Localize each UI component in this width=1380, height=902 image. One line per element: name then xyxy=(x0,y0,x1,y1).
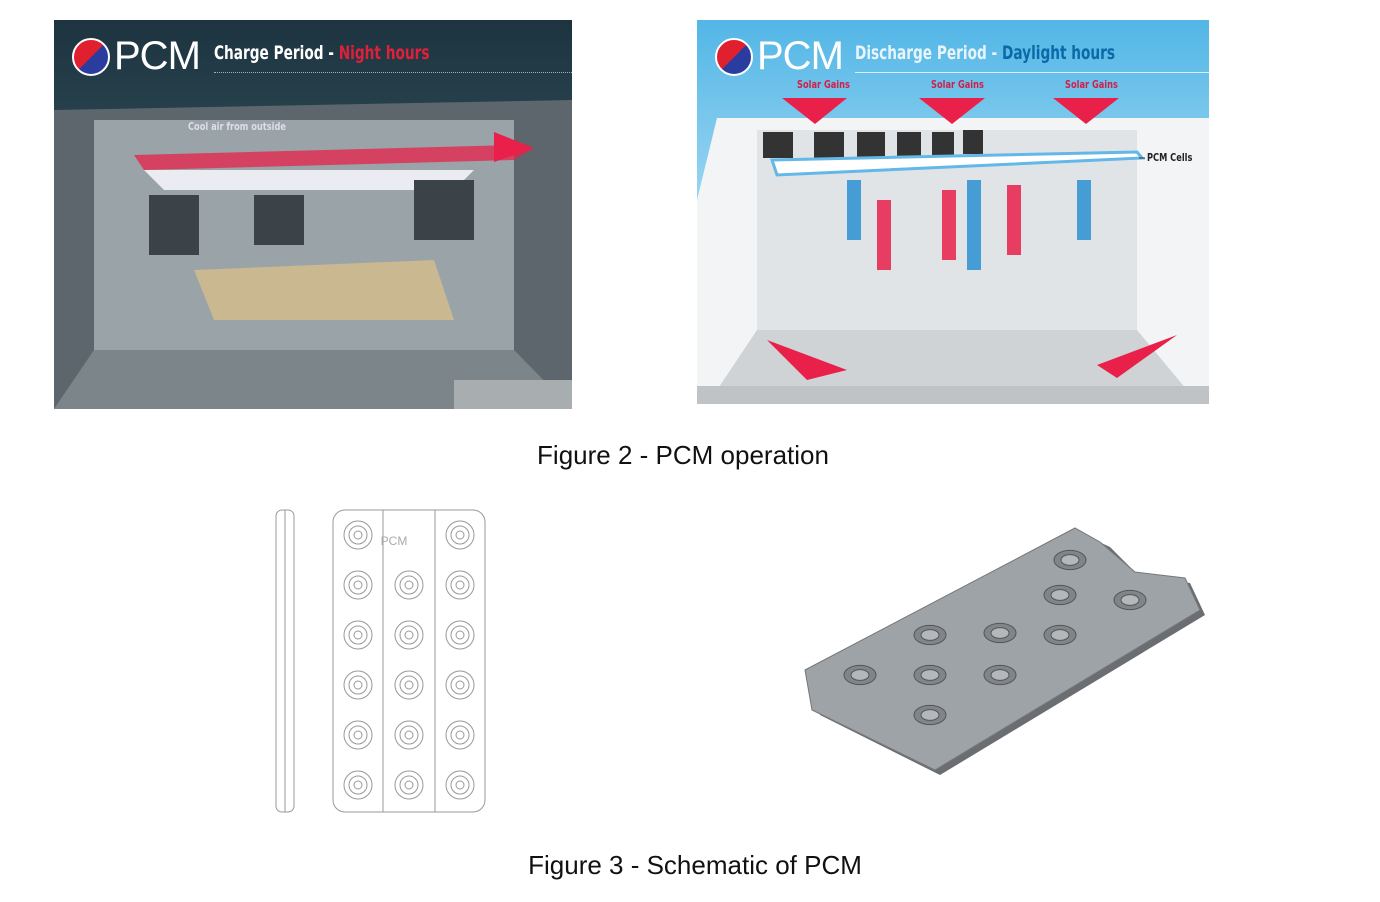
cell-ring xyxy=(404,730,414,740)
pcm-cells-label: PCM Cells xyxy=(1147,151,1193,164)
pcm-logo-icon xyxy=(72,37,110,76)
cell-ring xyxy=(394,620,424,650)
figure-2-caption: Figure 2 - PCM operation xyxy=(537,440,829,470)
cell-ring xyxy=(343,770,373,800)
office-night-scene xyxy=(54,100,572,409)
cell-ring xyxy=(399,625,419,645)
cell-ring xyxy=(348,625,368,645)
cell-ring xyxy=(399,725,419,745)
cell-ring xyxy=(455,730,465,740)
solar-gains-label: Solar Gains xyxy=(931,78,984,91)
cell-ring xyxy=(399,675,419,695)
charge-period-illustration: PCM Charge Period - Night hours Cool air… xyxy=(54,20,572,409)
solar-gains-label: Solar Gains xyxy=(1065,78,1118,91)
cell-ring xyxy=(348,675,368,695)
cell-ring xyxy=(343,720,373,750)
cell-ring xyxy=(1050,589,1070,601)
panel-label: PCM xyxy=(381,534,408,548)
discharge-period-illustration: PCM Discharge Period - Daylight hours So… xyxy=(697,20,1209,404)
cell-ring xyxy=(920,709,940,721)
cell-ring xyxy=(353,680,363,690)
cell-ring xyxy=(445,620,475,650)
cell-ring xyxy=(455,530,465,540)
cell-ring xyxy=(455,580,465,590)
cell-ring xyxy=(450,625,470,645)
cell-ring xyxy=(399,575,419,595)
cell-ring xyxy=(353,530,363,540)
cell-ring xyxy=(455,680,465,690)
pcm-panel-schematic: PCM xyxy=(275,509,486,813)
pcm-logo: PCM xyxy=(715,34,844,79)
cell-ring xyxy=(343,670,373,700)
cell-ring xyxy=(348,725,368,745)
cell-ring xyxy=(348,575,368,595)
cell-ring xyxy=(404,780,414,790)
cell-ring xyxy=(1120,594,1140,606)
cell-ring xyxy=(1050,629,1070,641)
cell-ring xyxy=(394,670,424,700)
cell-ring xyxy=(990,669,1010,681)
pcm-panel-3d xyxy=(804,527,1205,775)
solar-gains-label: Solar Gains xyxy=(797,78,850,91)
title-rule xyxy=(214,72,572,73)
cell-ring xyxy=(450,525,470,545)
figure-3-caption: Figure 3 - Schematic of PCM xyxy=(528,850,862,880)
cell-ring xyxy=(920,669,940,681)
title-rule xyxy=(855,72,1209,73)
cell-ring xyxy=(343,620,373,650)
cell-ring xyxy=(920,629,940,641)
cell-ring xyxy=(353,630,363,640)
charge-period-title: Charge Period - Night hours xyxy=(214,42,430,64)
cell-ring xyxy=(404,630,414,640)
cell-ring xyxy=(455,630,465,640)
cell-ring xyxy=(348,775,368,795)
cell-ring xyxy=(353,580,363,590)
cell-ring xyxy=(850,669,870,681)
cell-ring xyxy=(445,720,475,750)
cell-ring xyxy=(343,570,373,600)
cool-air-label: Cool air from outside xyxy=(188,120,286,133)
pcm-logo: PCM xyxy=(72,34,201,79)
cell-ring xyxy=(343,520,373,550)
cell-ring xyxy=(399,775,419,795)
cell-ring xyxy=(450,725,470,745)
pcm-logo-icon xyxy=(715,37,753,76)
cell-ring xyxy=(450,775,470,795)
cell-ring xyxy=(404,680,414,690)
cell-ring xyxy=(990,627,1010,639)
discharge-period-title: Discharge Period - Daylight hours xyxy=(855,42,1116,64)
cell-ring xyxy=(353,730,363,740)
cell-ring xyxy=(445,670,475,700)
cell-ring xyxy=(450,675,470,695)
cell-ring xyxy=(353,780,363,790)
cell-ring xyxy=(394,770,424,800)
cell-ring xyxy=(348,525,368,545)
cell-ring xyxy=(445,770,475,800)
office-day-scene xyxy=(697,98,1209,404)
cell-ring xyxy=(450,575,470,595)
cell-ring xyxy=(394,570,424,600)
cell-ring xyxy=(394,720,424,750)
cell-ring xyxy=(445,520,475,550)
cell-ring xyxy=(1060,554,1080,566)
cell-ring xyxy=(404,580,414,590)
cell-ring xyxy=(445,570,475,600)
cell-ring xyxy=(455,780,465,790)
